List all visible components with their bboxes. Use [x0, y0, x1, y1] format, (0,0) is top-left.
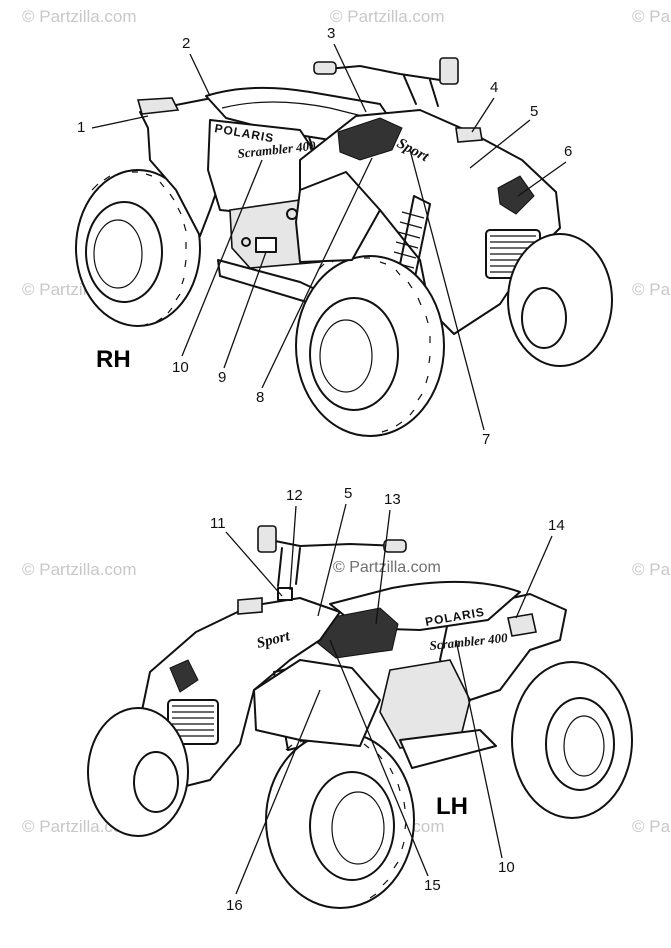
rh-callout-8: 8 — [256, 389, 264, 406]
lh-callout-5-lh: 5 — [344, 485, 352, 502]
rh-handlebar — [313, 57, 459, 107]
watermark-layer: © Partzilla.com © Partzilla.com © Partzi… — [22, 7, 671, 836]
lh-callout-12: 12 — [286, 487, 303, 504]
rh-rear-wheel — [75, 169, 201, 327]
lh-callouts: 11 12 5 13 14 10 15 16 — [210, 485, 565, 914]
atv-lh-view: POLARIS Scrambler 400 Sport — [87, 485, 633, 914]
rh-callout-10: 10 — [172, 359, 189, 376]
watermark-center: © Partzilla.com — [333, 559, 441, 576]
lh-callout-13: 13 — [384, 491, 401, 508]
rh-callout-6: 6 — [564, 143, 572, 160]
rh-callout-9: 9 — [218, 369, 226, 386]
lh-front-fender-lower — [253, 659, 381, 747]
watermark-mid-right-1: © Partzilla.com — [632, 280, 671, 299]
rh-small-decal — [255, 237, 277, 253]
rh-callout-2: 2 — [182, 35, 190, 52]
lh-headlight-decal — [237, 597, 263, 615]
lh-rear-decal — [507, 613, 537, 637]
rh-callout-5: 5 — [530, 103, 538, 120]
rh-callouts: 1 2 3 4 5 6 7 8 9 10 — [77, 25, 572, 448]
rh-tank-graphic — [337, 117, 403, 161]
lh-front-near-wheel — [265, 731, 415, 909]
lh-view-label: LH — [436, 793, 468, 820]
rh-front-fender-lower — [295, 171, 381, 263]
rh-callout-3: 3 — [327, 25, 335, 42]
rh-front-star-decal — [497, 175, 535, 215]
atv-rh-view: POLARIS Scrambler 400 Sport — [75, 25, 613, 448]
watermark-top-right: © Partzilla.com — [632, 7, 671, 26]
lh-callout-16: 16 — [226, 897, 243, 914]
lh-front-star-decal — [169, 659, 199, 693]
rh-front-near-wheel — [295, 255, 445, 437]
rh-rear-rack — [136, 97, 180, 115]
lh-handlebar — [257, 525, 407, 601]
rh-callout-1: 1 — [77, 119, 85, 136]
watermark-mid-right-2: © Partzilla.com — [632, 560, 671, 579]
lh-callout-11: 11 — [210, 515, 226, 532]
watermark-top-left: © Partzilla.com — [22, 7, 137, 26]
lh-handlebar-decal — [277, 587, 293, 601]
lh-rear-wheel — [511, 661, 633, 819]
rh-callout-4: 4 — [490, 79, 498, 96]
rh-callout-7: 7 — [482, 431, 490, 448]
watermark-mid-left-2: © Partzilla.com — [22, 560, 137, 579]
lh-callout-15: 15 — [424, 877, 441, 894]
lh-front-far-wheel — [87, 707, 189, 837]
lh-callout-14: 14 — [548, 517, 565, 534]
watermark-bottom-right: © Partzilla.com — [632, 817, 671, 836]
lh-callout-10-lh: 10 — [498, 859, 515, 876]
rh-view-label: RH — [96, 346, 131, 373]
rh-headlight-decal — [455, 127, 483, 143]
rh-front-far-wheel — [507, 233, 613, 367]
lh-footwell — [399, 729, 497, 769]
watermark-top-center: © Partzilla.com — [330, 7, 445, 26]
